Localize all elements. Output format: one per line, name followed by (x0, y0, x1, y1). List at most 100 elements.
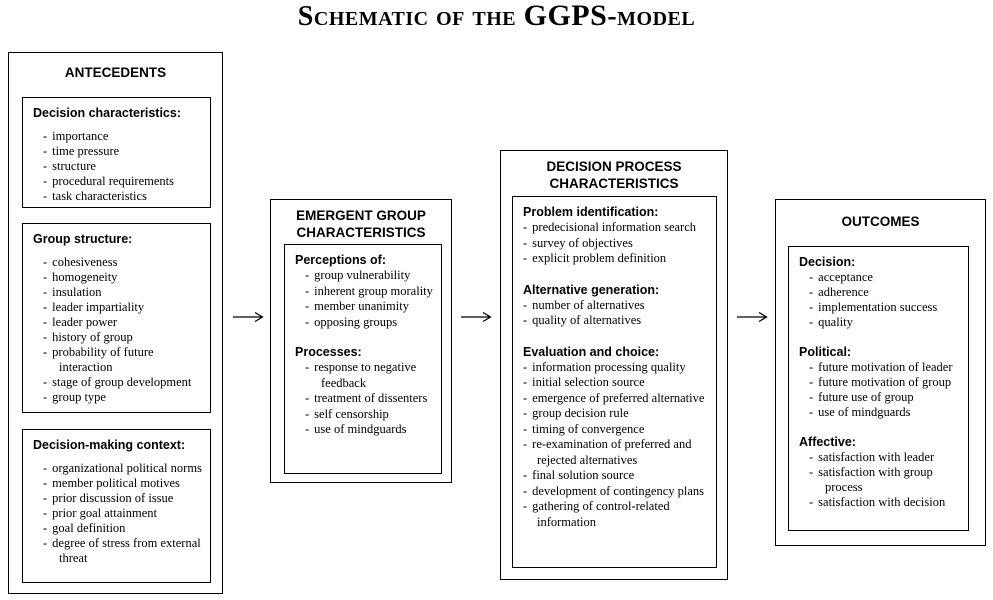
list-item: predecisional information search (523, 220, 708, 236)
list-item: group decision rule (523, 406, 708, 422)
list-item: use of mindguards (799, 405, 960, 420)
list-item: implementation success (799, 300, 960, 315)
section-decision-characteristics: Decision characteristics: importancetime… (22, 97, 211, 208)
group-decision: Decision: acceptanceadherenceimplementat… (799, 254, 960, 330)
section-group-structure: Group structure: cohesivenesshomogeneity… (22, 223, 211, 413)
section-header: Decision characteristics: (33, 106, 181, 120)
list-item: information processing quality (523, 360, 708, 376)
box-emergent-group-characteristics: EMERGENT GROUP CHARACTERISTICS Perceptio… (270, 199, 452, 483)
list-item: importance (33, 129, 202, 144)
section-header: Problem identification: (523, 205, 659, 219)
group-political: Political: future motivation of leaderfu… (799, 344, 960, 420)
list-item: initial selection source (523, 375, 708, 391)
list-item: explicit problem definition (523, 251, 708, 267)
list-item: acceptance (799, 270, 960, 285)
box-antecedents: ANTECEDENTS Decision characteristics: im… (8, 52, 223, 594)
list-item: structure (33, 159, 202, 174)
list-item: gathering of control-related information (523, 499, 708, 530)
title-acronym: GGPS (523, 0, 608, 32)
right-arrow-icon (233, 311, 264, 323)
list-item: quality of alternatives (523, 313, 708, 329)
item-list: satisfaction with leadersatisfaction wit… (799, 450, 960, 510)
section-header: Evaluation and choice: (523, 344, 660, 359)
page-title: Schematic of the GGPS-model (0, 0, 993, 33)
list-item: satisfaction with decision (799, 495, 960, 510)
title-prefix: Schematic of the (297, 1, 524, 32)
list-item: final solution source (523, 468, 708, 484)
list-item: insulation (33, 285, 202, 300)
box-process-title: DECISION PROCESS CHARACTERISTICS (546, 159, 682, 191)
list-item: leader impartiality (33, 300, 202, 315)
right-arrow-icon (461, 311, 492, 323)
section-header: Political: (799, 345, 852, 359)
section-header: Perceptions of: (295, 253, 386, 267)
section-emergent-content: Perceptions of: group vulnerabilityinher… (284, 244, 442, 474)
list-item: future motivation of leader (799, 360, 960, 375)
list-item: group vulnerability (295, 268, 433, 284)
section-header: Decision: (799, 255, 856, 269)
group-alternative-generation: Alternative generation: number of altern… (523, 282, 708, 329)
list-item: number of alternatives (523, 298, 708, 314)
list-item: future motivation of group (799, 375, 960, 390)
list-item: quality (799, 315, 960, 330)
right-arrow-icon (737, 311, 768, 323)
list-item: response to negative feedback (295, 360, 433, 391)
list-item: timing of convergence (523, 422, 708, 438)
list-item: procedural requirements (33, 174, 202, 189)
list-item: cohesiveness (33, 255, 202, 270)
item-list: importancetime pressurestructureprocedur… (33, 129, 202, 204)
group-affective: Affective: satisfaction with leadersatis… (799, 434, 960, 510)
list-item: member unanimity (295, 299, 433, 315)
section-header: Decision-making context: (33, 438, 186, 452)
box-outcomes-title: OUTCOMES (841, 214, 920, 229)
item-list: information processing qualityinitial se… (523, 360, 708, 531)
title-suffix: -model (607, 1, 696, 32)
group-evaluation-and-choice: Evaluation and choice: information proce… (523, 344, 708, 531)
list-item: opposing groups (295, 315, 433, 331)
list-item: member political motives (33, 476, 202, 491)
item-list: cohesivenesshomogeneityinsulationleader … (33, 255, 202, 405)
list-item: prior goal attainment (33, 506, 202, 521)
section-process-content: Problem identification: predecisional in… (512, 196, 717, 568)
list-item: treatment of dissenters (295, 391, 433, 407)
list-item: self censorship (295, 407, 433, 423)
item-list: group vulnerabilityinherent group morali… (295, 268, 433, 330)
item-list: number of alternativesquality of alterna… (523, 298, 708, 329)
list-item: survey of objectives (523, 236, 708, 252)
group-processes: Processes: response to negative feedback… (295, 344, 433, 438)
list-item: task characteristics (33, 189, 202, 204)
group-perceptions: Perceptions of: group vulnerabilityinher… (295, 252, 433, 330)
list-item: emergence of preferred alternative (523, 391, 708, 407)
list-item: goal definition (33, 521, 202, 536)
list-item: degree of stress from external threat (33, 536, 202, 566)
list-item: future use of group (799, 390, 960, 405)
list-item: use of mindguards (295, 422, 433, 438)
item-list: predecisional information searchsurvey o… (523, 220, 708, 267)
box-emergent-title: EMERGENT GROUP CHARACTERISTICS (296, 208, 426, 240)
box-antecedents-title: ANTECEDENTS (64, 65, 167, 80)
section-header: Processes: (295, 345, 362, 359)
list-item: satisfaction with leader (799, 450, 960, 465)
list-item: re-examination of preferred and rejected… (523, 437, 708, 468)
group-problem-identification: Problem identification: predecisional in… (523, 204, 708, 267)
item-list: future motivation of leaderfuture motiva… (799, 360, 960, 420)
list-item: adherence (799, 285, 960, 300)
list-item: time pressure (33, 144, 202, 159)
section-header: Group structure: (33, 232, 133, 246)
list-item: stage of group development (33, 375, 202, 390)
section-outcomes-content: Decision: acceptanceadherenceimplementat… (788, 246, 969, 531)
list-item: organizational political norms (33, 461, 202, 476)
list-item: development of contingency plans (523, 484, 708, 500)
list-item: leader power (33, 315, 202, 330)
list-item: history of group (33, 330, 202, 345)
list-item: satisfaction with group process (799, 465, 960, 495)
box-outcomes: OUTCOMES Decision: acceptanceadherenceim… (775, 199, 986, 546)
section-header: Alternative generation: (523, 282, 660, 297)
item-list: organizational political normsmember pol… (33, 461, 202, 566)
list-item: prior discussion of issue (33, 491, 202, 506)
list-item: homogeneity (33, 270, 202, 285)
list-item: probability of future interaction (33, 345, 202, 375)
list-item: group type (33, 390, 202, 405)
box-decision-process-characteristics: DECISION PROCESS CHARACTERISTICS Problem… (500, 150, 728, 580)
